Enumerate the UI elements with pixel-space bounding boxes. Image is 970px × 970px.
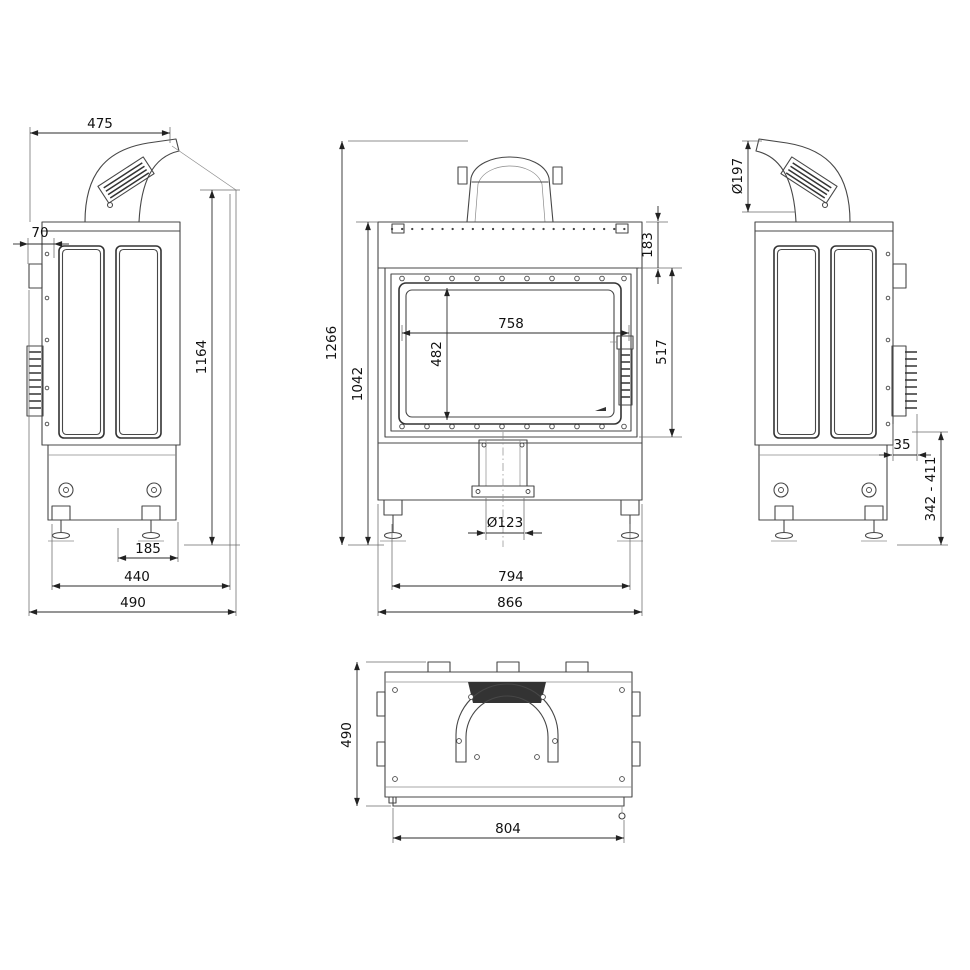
flue-elbow <box>84 138 180 223</box>
door-handle <box>610 335 634 406</box>
glass-frame <box>398 282 622 425</box>
adjustable-foot <box>380 499 406 542</box>
dim-342-411: 342 - 411 <box>923 457 939 522</box>
dim-866: 866 <box>497 595 523 611</box>
dim-1164: 1164 <box>194 340 210 374</box>
door-frame <box>384 267 638 438</box>
spring-damper <box>891 345 917 417</box>
right-side-view <box>754 138 917 542</box>
dim-440: 440 <box>124 569 150 585</box>
dim-482: 482 <box>429 341 445 367</box>
rating-plate <box>780 156 838 204</box>
dim-35: 35 <box>893 437 910 453</box>
dim-1266: 1266 <box>324 326 340 360</box>
dim-517: 517 <box>654 339 670 365</box>
adjustable-foot <box>861 505 887 542</box>
glass <box>405 289 615 418</box>
side-panel <box>58 245 105 439</box>
dim-794: 794 <box>498 569 524 585</box>
top-view <box>376 661 641 820</box>
right-view-dimensions: Ø197 35 342 - 411 <box>730 140 948 546</box>
left-view-dimensions: 475 70 1164 185 440 490 <box>13 116 240 616</box>
front-view-dimensions: 1266 1042 183 517 758 482 Ø123 794 866 <box>324 140 682 616</box>
left-side-view <box>26 138 237 542</box>
flue-collar <box>466 156 554 223</box>
dim-758: 758 <box>498 316 524 332</box>
baffle-arch <box>455 683 559 763</box>
dim-183: 183 <box>640 232 656 258</box>
top-plate <box>377 221 643 269</box>
dim-197: Ø197 <box>730 158 746 194</box>
adjustable-foot <box>771 505 797 542</box>
dim-490-top: 490 <box>339 722 355 748</box>
rating-plate <box>97 156 155 204</box>
dim-123: Ø123 <box>487 515 523 531</box>
rear-bracket <box>892 263 907 289</box>
glass-warning-mark <box>595 407 606 411</box>
side-panel <box>773 245 820 439</box>
spring-damper <box>26 345 44 417</box>
adjustable-foot <box>138 505 164 542</box>
side-panel <box>830 245 877 439</box>
dim-475: 475 <box>87 116 113 132</box>
dim-185: 185 <box>135 541 161 557</box>
dim-1042: 1042 <box>350 367 366 401</box>
front-view <box>377 156 643 547</box>
elbow-pivot <box>106 201 114 209</box>
side-panel <box>115 245 162 439</box>
top-view-dimensions: 490 804 <box>339 661 625 843</box>
front-bracket <box>28 263 43 289</box>
flue-elbow <box>755 138 851 223</box>
dim-490-side: 490 <box>120 595 146 611</box>
dim-804: 804 <box>495 821 521 837</box>
dim-70: 70 <box>31 225 48 241</box>
flue-opening <box>468 682 546 703</box>
